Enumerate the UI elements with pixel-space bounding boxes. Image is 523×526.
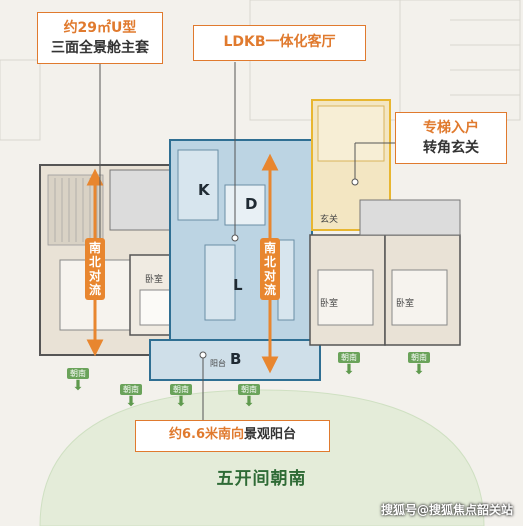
room-label-l: L — [233, 276, 243, 294]
south-arrow-icon: ⬇ — [175, 394, 187, 410]
south-marker-2-tag: 朝南 — [170, 384, 192, 395]
callout-entry-line1: 专梯入户 — [423, 120, 479, 136]
elevator-lobby — [317, 105, 385, 162]
bedroom-2-bed — [317, 269, 374, 326]
watermark: 搜狐号@搜狐焦点韶关站 — [380, 503, 513, 517]
sofa — [204, 244, 236, 321]
south-marker-3: 朝南 ⬇ — [238, 384, 260, 409]
south-arrow-icon: ⬇ — [72, 378, 84, 394]
room-label-balcony: 阳台 — [210, 359, 226, 368]
callout-ldkb-text: LDKB一体化客厅 — [223, 34, 336, 50]
right-bath — [359, 199, 461, 236]
south-marker-4-tag: 朝南 — [338, 352, 360, 363]
south-arrow-icon: ⬇ — [343, 362, 355, 378]
flow-label-middle: 南北对流 — [260, 238, 280, 300]
south-marker-1-tag: 朝南 — [67, 368, 89, 379]
south-arrow-icon: ⬇ — [125, 394, 137, 410]
south-arrow-icon: ⬇ — [243, 394, 255, 410]
callout-balcony-suffix: 景观阳台 — [244, 427, 297, 442]
room-label-k: K — [198, 181, 210, 199]
dining-table — [224, 184, 266, 226]
south-marker-2: 朝南 ⬇ — [170, 384, 192, 409]
room-label-bedroom-1: 卧室 — [145, 275, 164, 285]
callout-u-suite: 约29㎡U型 三面全景舱主套 — [37, 12, 163, 64]
room-label-bedroom-3: 卧室 — [396, 299, 415, 309]
south-marker-3-tag: 朝南 — [238, 384, 260, 395]
south-marker-6: 朝南 ⬇ — [120, 384, 142, 409]
callout-u-suite-line1: 约29㎡U型 — [63, 20, 137, 36]
south-marker-5-tag: 朝南 — [408, 352, 430, 363]
south-marker-4: 朝南 ⬇ — [338, 352, 360, 377]
south-marker-5: 朝南 ⬇ — [408, 352, 430, 377]
callout-balcony-prefix: 约6.6米南向 — [168, 427, 244, 442]
callout-connectors — [96, 62, 395, 425]
south-marker-1: 朝南 ⬇ — [67, 368, 89, 393]
master-bath — [109, 169, 171, 231]
wardrobe-lines — [54, 178, 98, 242]
room-label-b: B — [230, 350, 242, 368]
callout-balcony: 约6.6米南向景观阳台 — [135, 420, 330, 452]
room-label-d: D — [245, 195, 258, 213]
tv-cabinet — [277, 239, 295, 321]
balcony-area — [149, 339, 321, 381]
room-label-bedroom-2: 卧室 — [320, 299, 339, 309]
callout-entry-line2: 转角玄关 — [423, 140, 479, 156]
south-arrow-icon: ⬇ — [413, 362, 425, 378]
kitchen-counter — [177, 149, 219, 221]
callout-entry: 专梯入户 转角玄关 — [395, 112, 507, 164]
bedroom-3-bed — [391, 269, 448, 326]
flow-label-left: 南北对流 — [85, 238, 105, 300]
south-marker-6-tag: 朝南 — [120, 384, 142, 395]
callout-ldkb: LDKB一体化客厅 — [193, 25, 366, 61]
callout-u-suite-line2: 三面全景舱主套 — [51, 40, 149, 56]
room-label-foyer: 玄关 — [320, 215, 339, 225]
bottom-title: 五开间朝南 — [216, 469, 307, 489]
